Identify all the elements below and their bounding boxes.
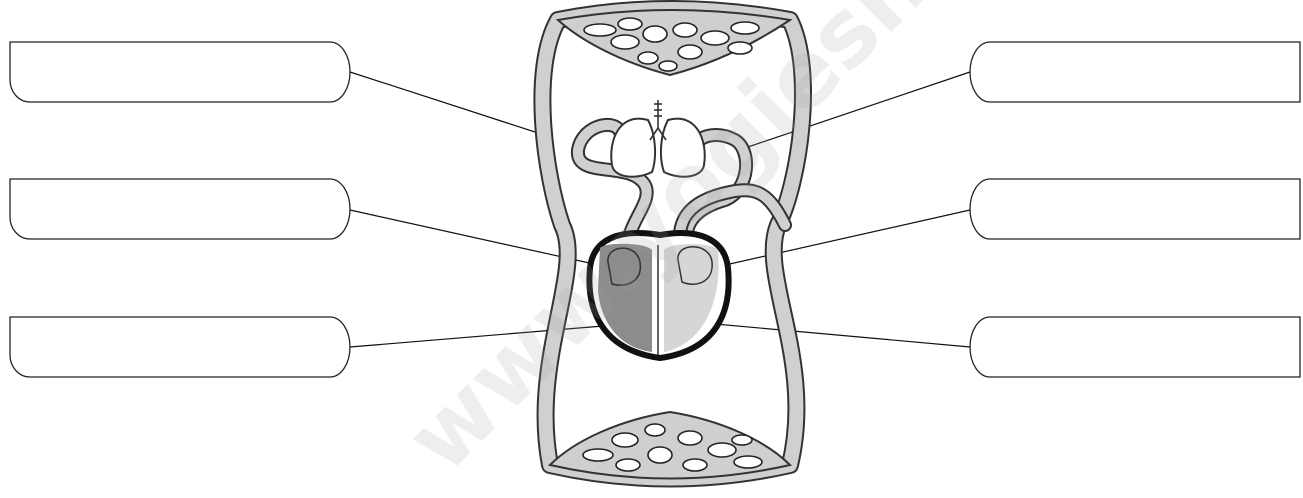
label-box-left-top[interactable] [10,42,350,102]
leader-line-right-middle [703,210,970,270]
lower-body-capillaries [550,412,790,479]
leader-line-right-top [745,72,970,148]
label-box-right-top[interactable] [970,42,1300,102]
leader-line-right-bottom [693,322,970,347]
lungs [611,100,705,177]
leader-line-left-bottom [350,325,615,347]
right-atrium [608,248,640,285]
label-box-left-bottom[interactable] [10,317,350,377]
label-box-right-middle[interactable] [970,179,1300,239]
label-box-right-bottom[interactable] [970,317,1300,377]
left-atrium [678,247,712,284]
heart [589,233,728,358]
leader-line-left-top [350,72,535,132]
upper-body-capillaries [558,10,790,75]
label-box-left-middle[interactable] [10,179,350,239]
